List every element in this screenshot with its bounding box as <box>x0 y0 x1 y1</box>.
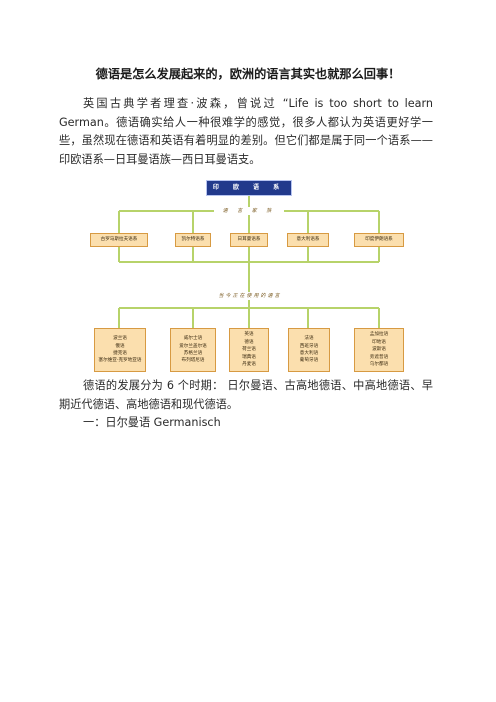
page-title: 德语是怎么发展起来的，欧洲的语言其实也就那么回事！ <box>95 67 401 81</box>
language-family-diagram: 印 欧 语 系 语 言 家 族 古罗马斯拉夫语系 凯尔特语系 日耳曼语系 意大利… <box>90 180 408 372</box>
modern-languages-label: 当今正在使用的语言 <box>202 292 298 300</box>
language-group-3: 英语 德语 荷兰语 瑞典语 丹麦语 <box>229 328 269 372</box>
family-node-3: 日耳曼语系 <box>230 233 268 247</box>
family-node-5: 印度伊朗语系 <box>354 233 404 247</box>
family-node-2: 凯尔特语系 <box>175 233 211 247</box>
family-node-1: 古罗马斯拉夫语系 <box>90 233 148 247</box>
language-group-5: 孟加拉语 印地语 波斯语 旁遮普语 乌尔都语 <box>354 328 404 372</box>
periods-paragraph: 德语的发展分为 6 个时期： 日尔曼语、古高地德语、中高地德语、早期近代德语、高… <box>59 379 433 411</box>
language-group-1: 波兰语 俄语 捷克语 塞尔维亚-克罗地亚语 <box>94 328 146 372</box>
language-group-4: 法语 西班牙语 意大利语 葡萄牙语 <box>288 328 330 372</box>
families-label: 语 言 家 族 <box>214 207 284 215</box>
root-node-indo-european: 印 欧 语 系 <box>206 180 292 196</box>
language-group-2: 威尔士语 爱尔兰盖尔语 苏格兰语 布列塔尼语 <box>170 328 216 372</box>
intro-paragraph: 英国古典学者理查·波森，曾说过 “Life is too short to le… <box>59 97 433 166</box>
family-node-4: 意大利语系 <box>287 233 329 247</box>
diagram-connectors <box>118 196 380 328</box>
section-heading: 一：日尔曼语 Germanisch <box>83 416 221 429</box>
